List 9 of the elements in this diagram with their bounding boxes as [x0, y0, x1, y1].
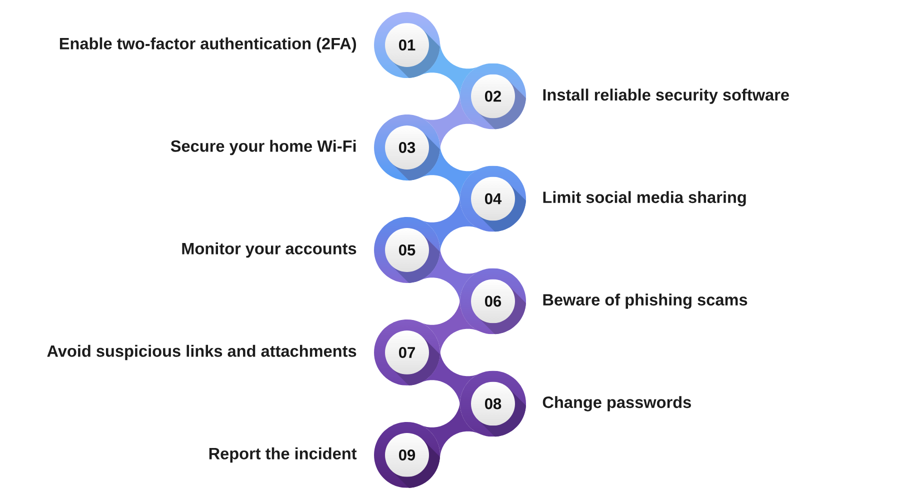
- step-label: Change passwords: [542, 396, 691, 412]
- step-label: Monitor your accounts: [182, 242, 356, 258]
- step-label: Secure your home Wi-Fi: [170, 140, 356, 156]
- step-label: Avoid suspicious links and attachments: [47, 344, 356, 360]
- step-label: Report the incident: [209, 447, 357, 463]
- step-label: Beware of phishing scams: [543, 294, 748, 309]
- step-label: Limit social media sharing: [543, 191, 746, 206]
- step-label: Enable two-factor authentication (2FA): [60, 37, 356, 53]
- step-label: Install reliable security software: [543, 88, 789, 104]
